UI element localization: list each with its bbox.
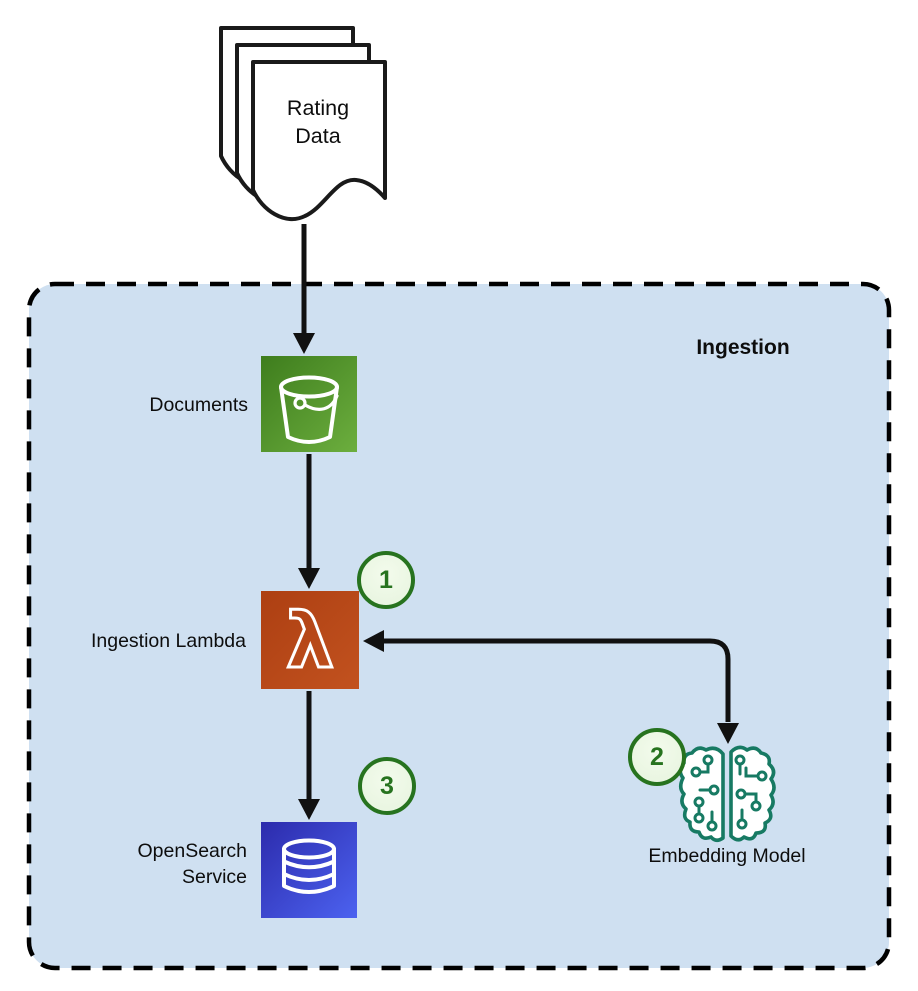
s3-bucket-icon [261,356,357,452]
arrow-documents-to-lambda [298,454,320,589]
arrow-ratingdata-to-documents [293,224,315,354]
lambda-icon: λ [261,591,359,689]
database-icon [261,822,357,918]
rating-data-label: Rating Data [286,96,350,149]
documents-label: Documents [149,394,248,416]
lambda-glyph: λ [286,596,334,685]
step-badge-3: 3 [358,757,416,815]
opensearch-service-label: OpenSearch Service [137,840,248,888]
ingestion-region-box [26,281,892,971]
circuit-brain-icon [678,745,776,843]
step-badge-2: 2 [628,728,686,786]
rating-data-stack-icon [219,26,387,222]
document-page-front [251,60,387,222]
ingestion-region-title: Ingestion [696,336,790,359]
arrow-lambda-embedding [363,630,739,744]
arrow-lambda-to-opensearch [298,691,320,820]
ingestion-lambda-label: Ingestion Lambda [90,630,246,652]
embedding-model-label: Embedding Model [648,845,806,867]
step-badge-1: 1 [357,551,415,609]
